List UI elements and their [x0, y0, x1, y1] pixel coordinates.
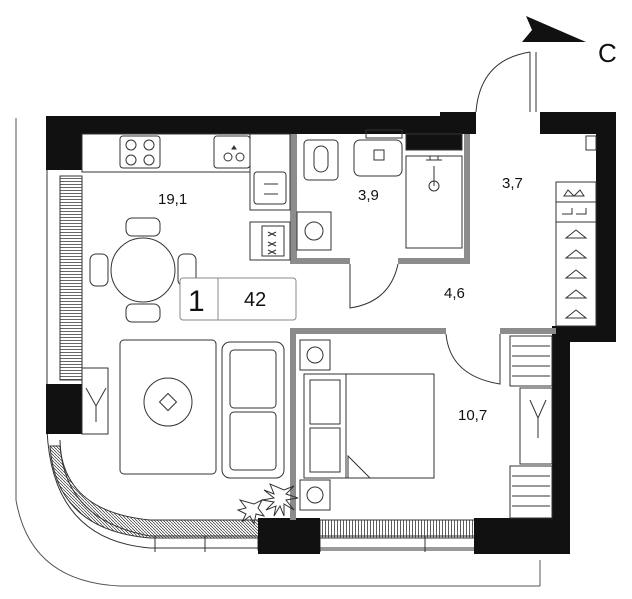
total-area: 42: [244, 289, 266, 311]
room-area-bedroom: 10,7: [458, 407, 487, 424]
rooms-count: 1: [188, 285, 205, 318]
room-area-living-kitchen: 19,1: [158, 191, 187, 208]
room-area-bathroom: 3,9: [358, 187, 379, 204]
hallway-wardrobe: [555, 135, 597, 327]
dishwasher-icon: [253, 171, 287, 205]
entrance-door: [475, 51, 537, 113]
interior-doors: [349, 263, 501, 385]
dining-table: [89, 217, 197, 323]
exterior-walls: [46, 112, 616, 554]
room-area-wardrobe: 3,7: [502, 175, 523, 192]
tv-cabinet: [81, 367, 109, 435]
stove-icon: [119, 135, 161, 169]
north-indicator: С: [522, 16, 617, 68]
site-outline: [15, 118, 541, 587]
apartment-badge: 1 42: [179, 277, 297, 321]
north-arrow-icon: [522, 16, 586, 42]
hob-icon: [261, 225, 285, 257]
sofa: [221, 341, 285, 479]
bed: [299, 339, 435, 511]
bedroom-wardrobe: [509, 335, 553, 519]
shower-icon: [405, 133, 463, 249]
north-label: С: [598, 38, 617, 68]
plant-icon: [236, 483, 299, 526]
room-area-hallway: 4,6: [444, 285, 465, 302]
kitchen-counter: [81, 133, 291, 261]
carpet: [119, 339, 217, 475]
interior-partitions: [290, 134, 556, 520]
washbasin-icon: [353, 129, 403, 177]
loggia: [46, 150, 481, 552]
washing-machine-icon: [296, 211, 332, 251]
toilet-icon: [303, 139, 339, 181]
kitchen-sink-icon: [213, 135, 251, 169]
